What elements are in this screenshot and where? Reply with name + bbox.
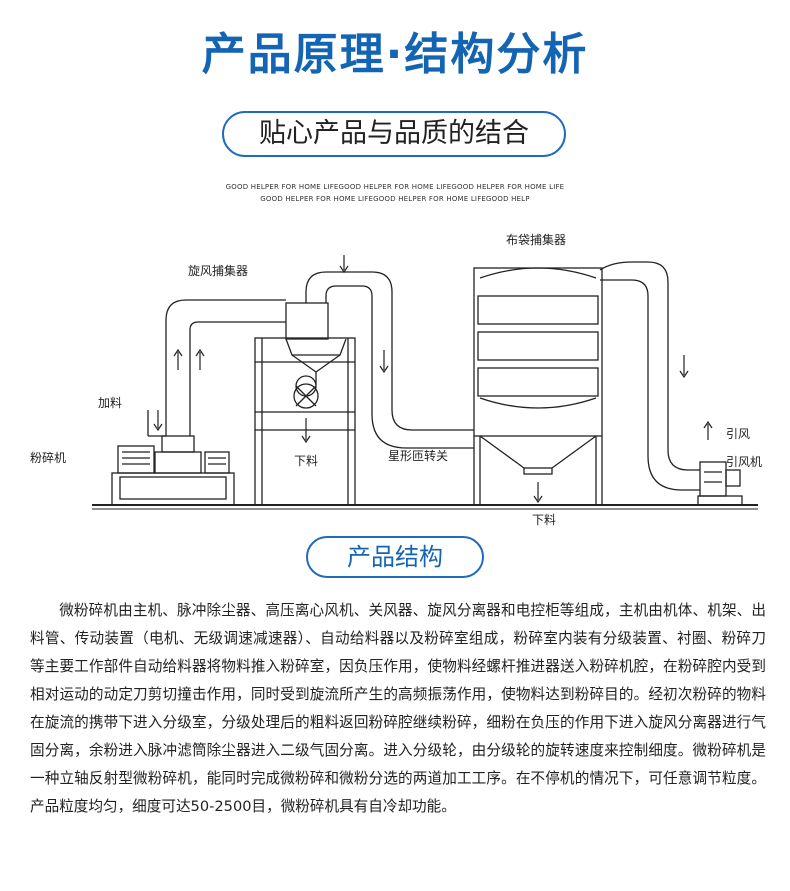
label-feed: 加料 [98,396,122,410]
bag-collector [473,267,603,505]
page-title: 产品原理·结构分析 [201,29,589,80]
label-induced-fan: 引风机 [726,455,762,469]
label-bag-collector: 布袋捕集器 [506,232,566,247]
label-star-valve: 星形匝转关 [388,448,448,463]
flow-arrows [153,255,713,504]
subtitle-pill: 贴心产品与品质的结合 [222,111,566,157]
cyclone-collector [285,302,347,409]
tagline-line-2: GOOD HELPER FOR HOME LIFEGOOD HELPER FOR… [260,195,530,203]
induced-fan [697,461,743,506]
transfer-pipe [305,271,474,449]
label-pulverizer: 粉碎机 [30,450,66,465]
section-heading-structure: 产品结构 [306,536,484,578]
riser-pipe [165,299,286,410]
label-induced-air: 引风 [726,427,750,441]
label-discharge-bottom: 下料 [532,513,556,527]
label-discharge-left: 下料 [294,454,318,468]
pulverizer-machine [111,410,235,506]
label-cyclone-collector: 旋风捕集器 [188,263,248,278]
exhaust-pipe [599,261,700,491]
tagline-line-1: GOOD HELPER FOR HOME LIFEGOOD HELPER FOR… [225,183,565,191]
structure-description: 微粉碎机由主机、脉冲除尘器、高压离心风机、关风器、旋风分离器和电控柜等组成，主机… [30,602,766,815]
cyclone-frame [254,337,356,506]
structure-diagram: 布袋捕集器 旋风捕集器 加料 粉碎机 下料 星形匝转关 下料 引风 引风机 [30,232,762,527]
